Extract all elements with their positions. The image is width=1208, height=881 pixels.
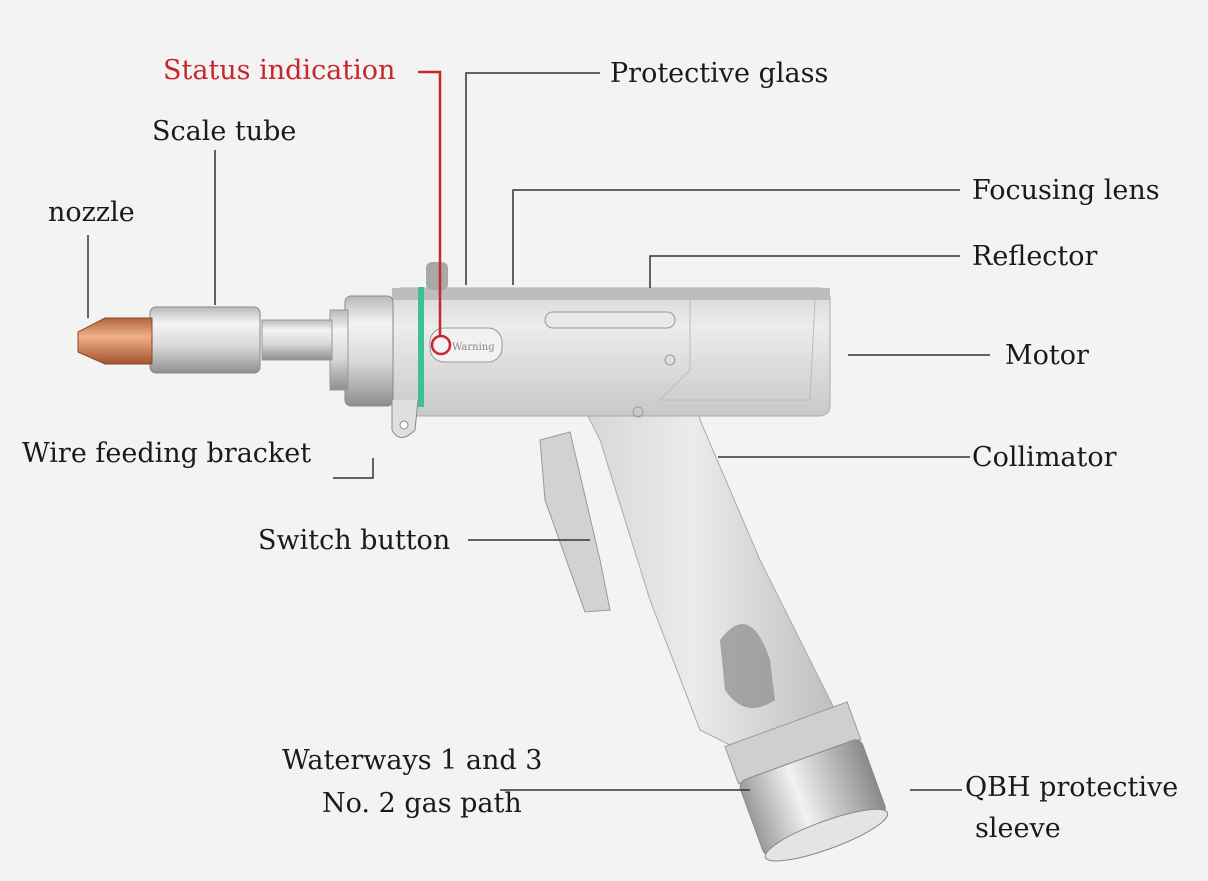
label-qbh-sleeve: sleeve [975,813,1061,844]
scale-tube-shape [261,319,333,361]
label-protective-glass: Protective glass [610,58,829,89]
label-scale-tube: Scale tube [152,116,297,147]
label-wire-feeding-bracket: Wire feeding bracket [22,438,312,469]
warning-marking: Warning [452,342,495,353]
label-motor: Motor [1005,340,1089,371]
status-leader-line [418,70,442,336]
label-qbh-protective: QBH protective [965,772,1179,803]
label-collimator: Collimator [972,442,1117,473]
nozzle-shape [77,317,153,365]
label-switch-button: Switch button [258,525,451,556]
qbh-sleeve [724,701,889,862]
label-status-indication: Status indication [163,55,396,86]
switch-button-shape [539,431,611,613]
label-reflector: Reflector [972,241,1098,272]
label-gas-path: No. 2 gas path [322,788,522,819]
leader-lines [87,72,990,791]
label-focusing-lens: Focusing lens [972,175,1160,206]
status-ring [418,287,424,407]
label-waterways: Waterways 1 and 3 [282,745,543,776]
label-nozzle: nozzle [48,197,135,228]
